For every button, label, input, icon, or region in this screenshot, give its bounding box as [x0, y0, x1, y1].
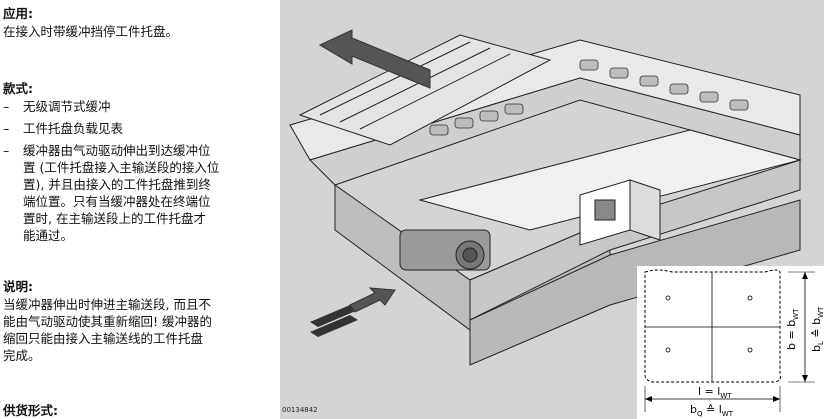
heading-note: 说明: [3, 279, 33, 294]
pallet-outline [644, 269, 781, 383]
heading-delivery: 供货形式: [3, 403, 58, 418]
arrow-in-stripes-icon [310, 305, 358, 337]
note-line-4: 完成。 [3, 348, 41, 363]
pallet-dimension-inset: b = bWT bL ≙ bWT l = lWT bQ ≙ lWT [637, 266, 824, 419]
dim-label-l: l = lWT [698, 385, 732, 400]
product-illustration: b = bWT bL ≙ bWT l = lWT bQ ≙ lWT [280, 0, 824, 419]
direction-arrows [310, 29, 431, 337]
buffer-stopper-unit [579, 179, 661, 246]
note-line-1: 当缓冲器伸出时伸进主输送段, 而且不 [3, 297, 211, 312]
dim-label-bl: bL ≙ bWT [810, 306, 824, 352]
description-column: 应用: 在接入时带缓冲挡停工件托盘。 款式: – 无级调节式缓冲 – 工件托盘负… [0, 0, 275, 419]
dim-label-b: b = bWT [785, 308, 800, 350]
base-plate [469, 199, 801, 366]
heading-application: 应用: [3, 6, 33, 21]
note-line-2: 能由气动驱动使其重新缩回! 缓冲器的 [3, 314, 212, 329]
conveyor-rollers [429, 59, 749, 136]
arrow-in-icon [349, 287, 396, 313]
drawing-code: 00134842 [282, 406, 318, 414]
dim-label-bq: bQ ≙ lWT [690, 403, 734, 418]
arrow-out-icon [318, 29, 431, 89]
note-line-3: 缩回只能由接入主输送线的工件托盘 [3, 331, 204, 346]
application-text: 在接入时带缓冲挡停工件托盘。 [3, 24, 179, 39]
pneumatic-cylinder [399, 229, 491, 271]
pallet-holes [665, 295, 753, 353]
heading-design: 款式: [3, 81, 33, 96]
